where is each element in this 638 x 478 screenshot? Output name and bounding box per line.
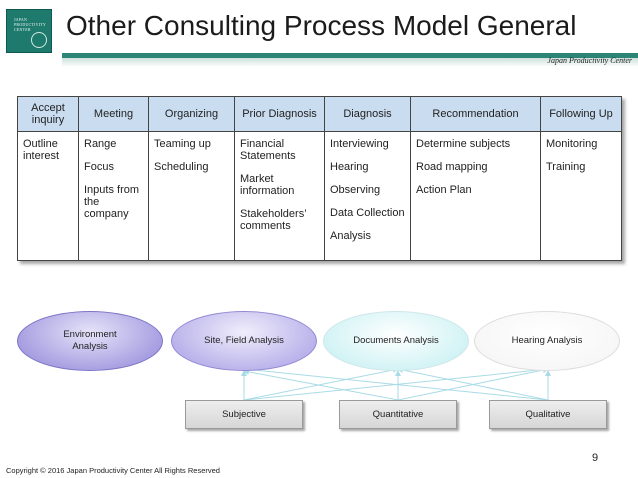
ellipse-label: Site, Field Analysis xyxy=(204,335,284,346)
list-item: Observing xyxy=(330,184,381,196)
ellipse-label: Environment Analysis xyxy=(63,329,117,352)
list-item: Monitoring xyxy=(546,138,598,150)
box-label: Quantitative xyxy=(372,409,424,420)
column-header: Recommendation xyxy=(410,96,541,132)
subjective-box: Subjective xyxy=(185,400,303,429)
table-row: Outline interest Range Focus Inputs from… xyxy=(17,131,622,261)
list-item: Interviewing xyxy=(330,138,389,150)
table-cell: Monitoring Training xyxy=(540,131,622,261)
list-item: Inputs from the company xyxy=(84,184,140,220)
column-header: Prior Diagnosis xyxy=(234,96,325,132)
brand-text: Japan Productivity Center xyxy=(547,56,632,65)
copyright-text: Copyright © 2016 Japan Productivity Cent… xyxy=(6,466,220,475)
process-table: Accept inquiry Meeting Organizing Prior … xyxy=(17,96,622,261)
list-item: Training xyxy=(546,161,586,173)
list-item: Analysis xyxy=(330,230,371,242)
slide-title: Other Consulting Process Model General xyxy=(66,10,577,41)
ellipse-label: Documents Analysis xyxy=(353,335,439,346)
list-item: Teaming up xyxy=(154,138,211,150)
table-cell: Interviewing Hearing Observing Data Coll… xyxy=(324,131,411,261)
table-cell: Teaming up Scheduling xyxy=(148,131,235,261)
logo-mark-icon xyxy=(31,32,47,48)
company-logo: JAPAN PRODUCTIVITY CENTER xyxy=(6,9,52,53)
list-item: Scheduling xyxy=(154,161,209,173)
box-label: Subjective xyxy=(222,409,266,420)
table-cell: Determine subjects Road mapping Action P… xyxy=(410,131,541,261)
site-field-analysis-ellipse: Site, Field Analysis xyxy=(171,311,317,371)
connector-line xyxy=(243,368,399,401)
list-item: Focus xyxy=(84,161,114,173)
connector-line xyxy=(243,367,399,401)
title-rule-shadow xyxy=(62,58,638,67)
list-item: Data Collection xyxy=(330,207,405,219)
column-header: Meeting xyxy=(78,96,149,132)
qualitative-box: Qualitative xyxy=(489,400,607,429)
list-item: Road mapping xyxy=(416,161,488,173)
list-item: Financial Statements xyxy=(240,138,296,162)
page-number: 9 xyxy=(592,452,599,464)
table-cell: Financial Statements Market information … xyxy=(234,131,325,261)
list-item: Stakeholders’ comments xyxy=(240,208,307,232)
table-cell: Outline interest xyxy=(17,131,79,261)
title-rule xyxy=(62,53,638,58)
box-label: Qualitative xyxy=(525,409,571,420)
list-item: Range xyxy=(84,138,117,150)
ellipse-label: Hearing Analysis xyxy=(511,335,583,346)
column-header: Diagnosis xyxy=(324,96,411,132)
documents-analysis-ellipse: Documents Analysis xyxy=(323,311,469,371)
list-item: Hearing xyxy=(330,161,369,173)
quantitative-box: Quantitative xyxy=(339,400,457,429)
column-header: Organizing xyxy=(148,96,235,132)
logo-text: JAPAN PRODUCTIVITY CENTER xyxy=(14,17,46,32)
environment-analysis-ellipse: Environment Analysis xyxy=(17,311,163,371)
list-item: Outline interest xyxy=(23,138,60,162)
column-header: Accept inquiry xyxy=(17,96,79,132)
table-header-row: Accept inquiry Meeting Organizing Prior … xyxy=(17,96,622,132)
list-item: Determine subjects xyxy=(416,138,511,150)
connector-line xyxy=(397,367,549,401)
list-item: Action Plan xyxy=(416,184,472,196)
list-item: Market information xyxy=(240,173,295,197)
connector-line xyxy=(243,366,549,401)
hearing-analysis-ellipse: Hearing Analysis xyxy=(474,311,620,371)
